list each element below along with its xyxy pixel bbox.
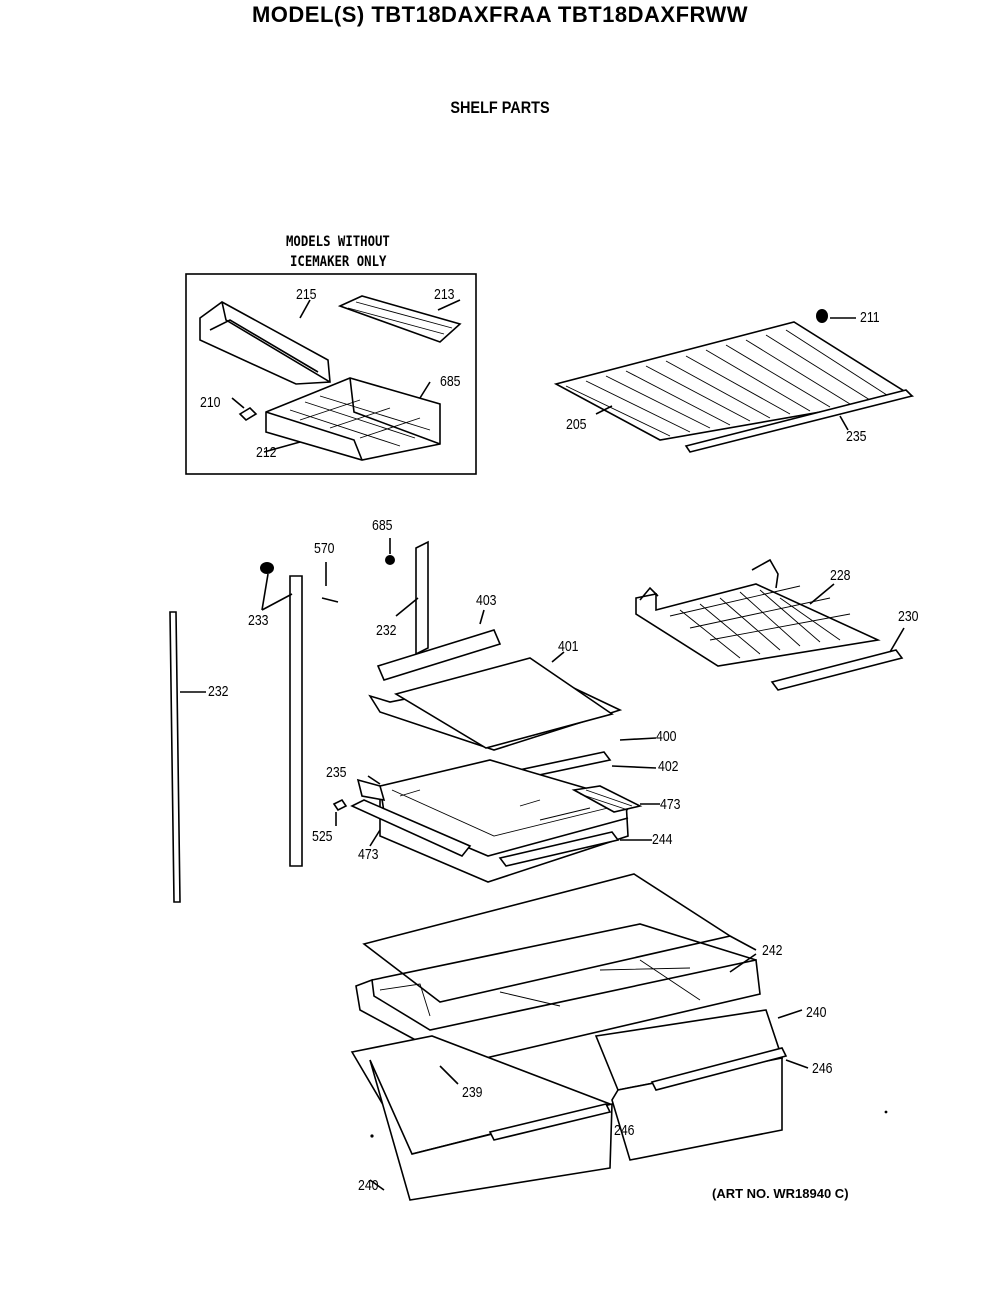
part-525-clip [332, 798, 348, 826]
part-230-shelf-trim [770, 627, 905, 691]
part-233-rail [260, 562, 339, 867]
part-228-wire-shelf [635, 558, 881, 667]
callout-473-left: 473 [358, 846, 379, 863]
callout-401: 401 [558, 638, 579, 655]
callout-211: 211 [860, 309, 880, 326]
callout-233: 233 [248, 612, 269, 629]
part-403-shelf-trim [376, 609, 502, 681]
callout-240-right: 240 [806, 1004, 827, 1021]
part-400-401-glass-shelf [368, 651, 657, 751]
callout-213: 213 [434, 286, 455, 303]
part-473-slides [350, 785, 660, 857]
callout-230: 230 [898, 608, 919, 625]
part-240-right-drawer [594, 1009, 809, 1161]
callout-685: 685 [372, 517, 393, 534]
part-232-upper-rail [385, 538, 429, 656]
callout-232-upper: 232 [376, 622, 397, 639]
part-213-ice-tray [337, 295, 462, 343]
callout-239: 239 [462, 1084, 483, 1101]
part-235-shelf-trim [684, 389, 914, 453]
callout-215: 215 [296, 286, 317, 303]
callout-570: 570 [314, 540, 335, 557]
part-242-crisper-cover [355, 873, 761, 1065]
section-subtitle: SHELF PARTS [450, 98, 550, 117]
part-232-left-rail [169, 611, 206, 903]
callout-242: 242 [762, 942, 783, 959]
callout-685-inset: 685 [440, 373, 461, 390]
art-number: (ART NO. WR18940 C) [712, 1186, 849, 1201]
callout-246-left: 246 [614, 1122, 635, 1139]
part-240-left-drawer [350, 1035, 627, 1201]
part-215-ice-bin [199, 299, 331, 385]
callout-403: 403 [476, 592, 497, 609]
callout-212: 212 [256, 444, 277, 461]
callout-402: 402 [658, 758, 679, 775]
callout-244: 244 [652, 831, 673, 848]
page-title: MODEL(S) TBT18DAXFRAA TBT18DAXFRWW [251, 2, 749, 27]
inset-frame [185, 273, 477, 475]
callout-205: 205 [566, 416, 587, 433]
part-212-ice-rack [231, 377, 441, 461]
inset-note-line1: MODELS WITHOUT [286, 234, 390, 250]
callout-240-left: 240 [358, 1177, 379, 1194]
callout-228: 228 [830, 567, 851, 584]
callout-246-right: 246 [812, 1060, 833, 1077]
callout-473-right: 473 [660, 796, 681, 813]
part-244-trim [498, 831, 652, 867]
callout-235-top: 235 [846, 428, 867, 445]
inset-note-line2: ICEMAKER ONLY [290, 254, 387, 270]
callout-210: 210 [200, 394, 221, 411]
part-205-wire-shelf [553, 309, 915, 441]
callout-235: 235 [326, 764, 347, 781]
callout-400: 400 [656, 728, 677, 745]
callout-232-left: 232 [208, 683, 229, 700]
callout-525: 525 [312, 828, 333, 845]
